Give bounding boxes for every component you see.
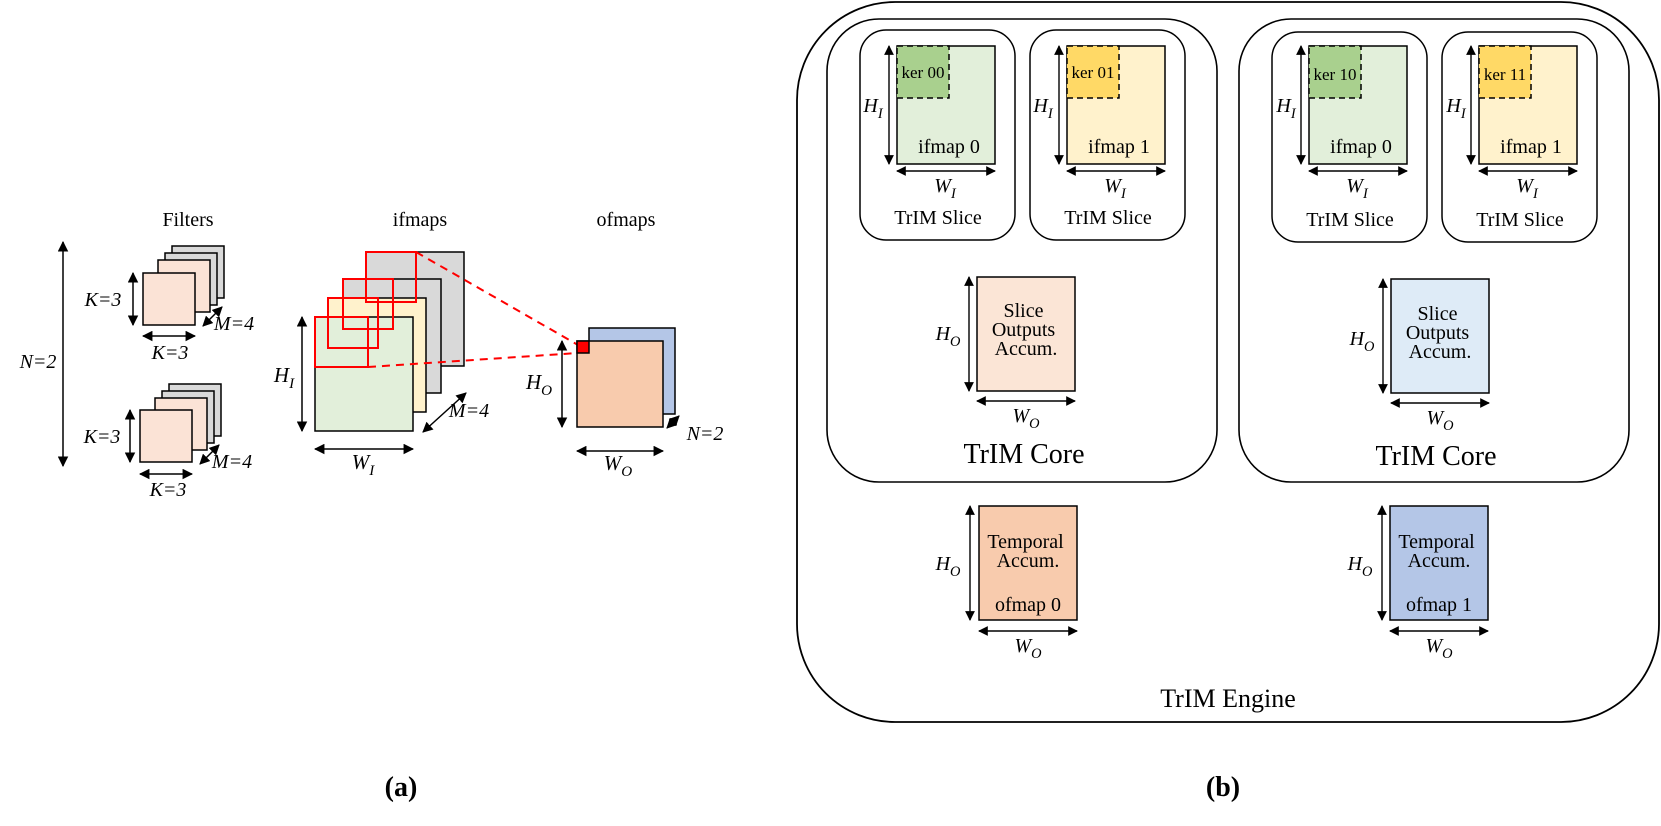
trim-slice-10: ker 10 ifmap 0 HI WI TrIM Slice xyxy=(1271,31,1428,243)
slice-label: TrIM Slice xyxy=(1306,209,1394,231)
kernel-block xyxy=(1478,45,1532,99)
kernel-block xyxy=(1066,45,1120,99)
svg-text:Slice Outputs: Slice Outputs Accum. xyxy=(1406,303,1474,363)
kernel-label: ker 10 xyxy=(1314,65,1357,84)
ifmap-label: ifmap 0 xyxy=(918,136,980,158)
temporal-accum-1: Temporal Accum. ofmap 1 HO WO xyxy=(1347,505,1489,662)
ifmap-label: ifmap 0 xyxy=(1330,136,1392,158)
ofmaps-stack xyxy=(576,327,676,428)
k-label-horizontal-1: K=3 xyxy=(151,342,189,364)
kernel-label: ker 00 xyxy=(902,63,945,82)
slice-outputs-accum-0: Slice Outputs Accum. HO WO xyxy=(935,276,1076,432)
ofmap-label: ofmap 1 xyxy=(1406,594,1472,616)
svg-text:Temporal Accum.: Temporal Accum. xyxy=(1398,531,1479,572)
svg-text:WO: WO xyxy=(1014,635,1042,662)
wi-label: WI xyxy=(352,450,376,479)
ho-label-a: HO xyxy=(525,370,552,399)
trim-slice-01: ker 01 ifmap 1 HI WI TrIM Slice xyxy=(1029,29,1186,241)
kernel-block xyxy=(896,45,950,99)
kernel-label: ker 11 xyxy=(1484,65,1526,84)
svg-text:Slice Outputs: Slice Outputs Accum. xyxy=(992,300,1060,360)
n-label-ofmaps: N=2 xyxy=(686,423,724,445)
m-label-1: M=4 xyxy=(213,313,254,335)
engine-label: TrIM Engine xyxy=(1160,684,1296,713)
ofmaps-title: ofmaps xyxy=(597,209,656,231)
n-label: N=2 xyxy=(19,351,57,373)
svg-text:HO: HO xyxy=(1349,328,1375,355)
kernel-window xyxy=(314,316,369,368)
filter-front xyxy=(139,409,193,463)
ifmap-label: ifmap 1 xyxy=(1088,136,1150,158)
trim-core-box-0 xyxy=(826,18,1218,483)
k-label-vertical-1: K=3 xyxy=(84,289,122,311)
wo-label-a: WO xyxy=(604,451,633,480)
kernel-block xyxy=(1308,45,1362,99)
svg-text:WO: WO xyxy=(1425,635,1453,662)
slice-label: TrIM Slice xyxy=(1476,209,1564,231)
temporal-accum-0: Temporal Accum. ofmap 0 HO WO xyxy=(935,505,1078,662)
panel-b: TrIM Engine TrIM Core TrIM Core ker 00 i… xyxy=(796,1,1660,803)
caption-a: (a) xyxy=(385,772,418,803)
svg-text:HO: HO xyxy=(1347,553,1373,580)
trim-slice-11: ker 11 ifmap 1 HI WI TrIM Slice xyxy=(1441,31,1598,243)
m-label-2: M=4 xyxy=(211,451,252,473)
trim-engine-box xyxy=(796,1,1660,723)
caption-b: (b) xyxy=(1206,772,1240,803)
slice-label: TrIM Slice xyxy=(1064,207,1152,229)
svg-text:WO: WO xyxy=(1012,405,1040,432)
filters-title: Filters xyxy=(162,209,213,231)
ifmap-label: ifmap 1 xyxy=(1500,136,1562,158)
svg-text:HI: HI xyxy=(1032,95,1053,122)
filter-stack-bottom xyxy=(139,383,222,463)
svg-text:WI: WI xyxy=(934,175,957,202)
svg-text:Temporal Accum.: Temporal Accum. xyxy=(987,531,1068,572)
svg-text:HI: HI xyxy=(1445,95,1466,122)
m-label-ifmaps: M=4 xyxy=(448,400,489,422)
svg-text:HO: HO xyxy=(935,553,961,580)
svg-text:HO: HO xyxy=(935,323,961,350)
ofmap-label: ofmap 0 xyxy=(995,594,1061,616)
kernel-label: ker 01 xyxy=(1072,63,1115,82)
ifmaps-stack xyxy=(314,251,465,432)
output-pixel xyxy=(576,340,590,354)
filter-stack-top xyxy=(142,245,225,326)
core-label-0: TrIM Core xyxy=(963,439,1084,470)
panel-a: Filters ifmaps ofmaps N=2 K=3 K=3 M=4 K=… xyxy=(19,209,724,803)
ofmap-front xyxy=(576,340,664,428)
slice-outputs-accum-1: Slice Outputs Accum. HO WO xyxy=(1349,278,1490,434)
filter-front xyxy=(142,272,196,326)
svg-text:WO: WO xyxy=(1426,407,1454,434)
slice-label: TrIM Slice xyxy=(894,207,982,229)
trim-slice-00: ker 00 ifmap 0 HI WI TrIM Slice xyxy=(859,29,1016,241)
svg-text:WI: WI xyxy=(1104,175,1127,202)
svg-text:HI: HI xyxy=(1275,95,1296,122)
svg-text:HI: HI xyxy=(862,95,883,122)
svg-text:WI: WI xyxy=(1346,175,1369,202)
ifmap-front xyxy=(314,316,414,432)
k-label-vertical-2: K=3 xyxy=(83,426,121,448)
svg-text:WI: WI xyxy=(1516,175,1539,202)
k-label-horizontal-2: K=3 xyxy=(149,479,187,501)
trim-core-box-1 xyxy=(1238,18,1630,483)
hi-label: HI xyxy=(273,363,295,392)
ifmaps-title: ifmaps xyxy=(393,209,448,231)
core-label-1: TrIM Core xyxy=(1375,441,1496,472)
